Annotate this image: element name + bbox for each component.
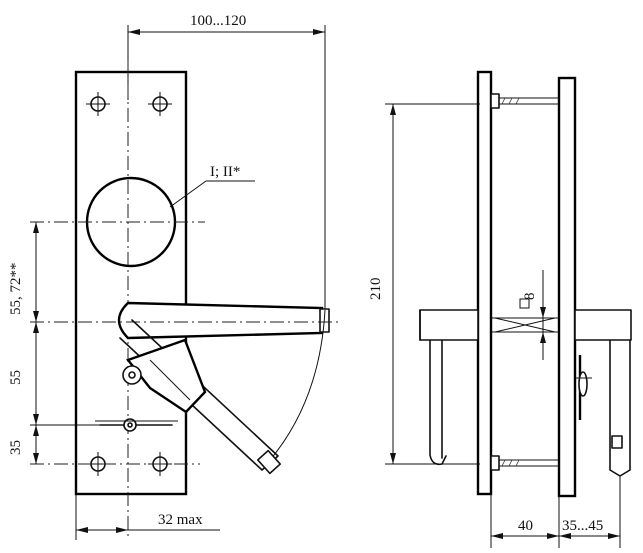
screw-hole-top-left <box>86 92 110 116</box>
side-grip-left <box>429 339 447 466</box>
dim-side-height: 210 <box>368 278 384 301</box>
dim-vertical-lower: 35 <box>8 440 24 455</box>
front-view: 100...120 I; II* <box>8 13 340 540</box>
side-screw-top <box>490 93 559 109</box>
dim-vertical-middle: 55 <box>8 370 24 385</box>
hole-label: I; II* <box>210 164 240 180</box>
dim-bottom-width: 32 max <box>158 512 203 528</box>
side-screw-bottom <box>490 455 559 471</box>
screw-hole-top-right <box>148 92 172 116</box>
latch-mechanism <box>122 338 207 414</box>
handle <box>117 301 330 340</box>
dim-square-size: 8 <box>522 293 538 301</box>
side-handle <box>419 309 632 341</box>
dim-top-width: 100...120 <box>190 13 246 29</box>
square-symbol <box>519 298 530 309</box>
lock-plate <box>74 70 188 496</box>
swing-arc <box>269 309 326 461</box>
side-view: 210 8 <box>368 70 632 548</box>
dim-vertical-upper: 55, 72** <box>8 263 24 316</box>
dim-side-bottom-left: 40 <box>518 518 533 534</box>
side-grip-right <box>609 339 631 477</box>
side-latch <box>575 355 592 420</box>
side-plate-front <box>476 70 493 496</box>
dim-side-bottom-right: 35...45 <box>562 518 603 534</box>
key-bolt <box>95 418 178 432</box>
hole-leader <box>169 180 207 208</box>
side-plate-back <box>557 76 577 498</box>
